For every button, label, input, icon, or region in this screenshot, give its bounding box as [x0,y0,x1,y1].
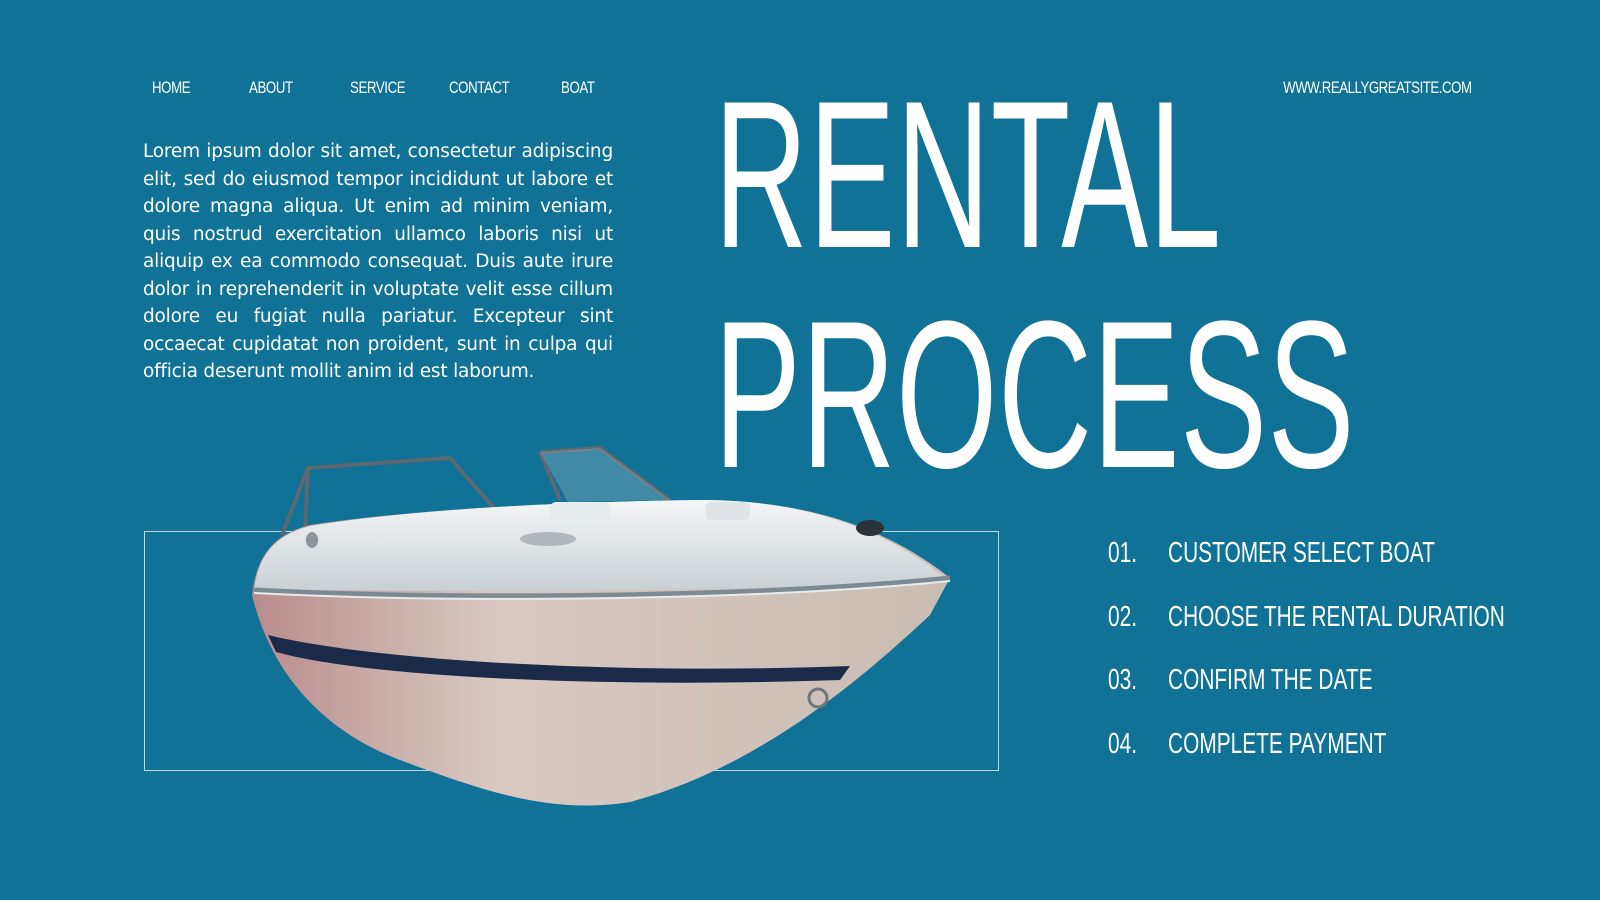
step-number: 03. [1108,664,1138,696]
nav-home-link[interactable]: HOME [152,78,191,97]
website-url-link[interactable]: WWW.REALLYGREATSITE.COM [1283,78,1473,97]
nav-boat-link[interactable]: BOAT [561,78,595,97]
page-title-line-1: RENTAL [714,57,1222,292]
step-label: CHOOSE THE RENTAL DURATION [1168,600,1505,633]
step-number: 02. [1108,600,1138,633]
nav-service-link[interactable]: SERVICE [350,78,406,97]
page-title-line-2: PROCESS [714,277,1356,512]
step-label: CUSTOMER SELECT BOAT [1168,537,1435,569]
main-nav: HOME ABOUT SERVICE CONTACT BOAT [140,78,600,100]
step-label: COMPLETE PAYMENT [1168,727,1387,760]
windshield-frame [280,445,672,536]
nav-about-link[interactable]: ABOUT [249,78,293,97]
speedboat-image [252,445,951,806]
nav-contact-link[interactable]: CONTACT [449,78,510,97]
intro-paragraph: Lorem ipsum dolor sit amet, consectetur … [143,141,613,382]
step-number: 01. [1108,537,1138,569]
step-label: CONFIRM THE DATE [1168,664,1373,696]
step-number: 04. [1108,727,1138,760]
